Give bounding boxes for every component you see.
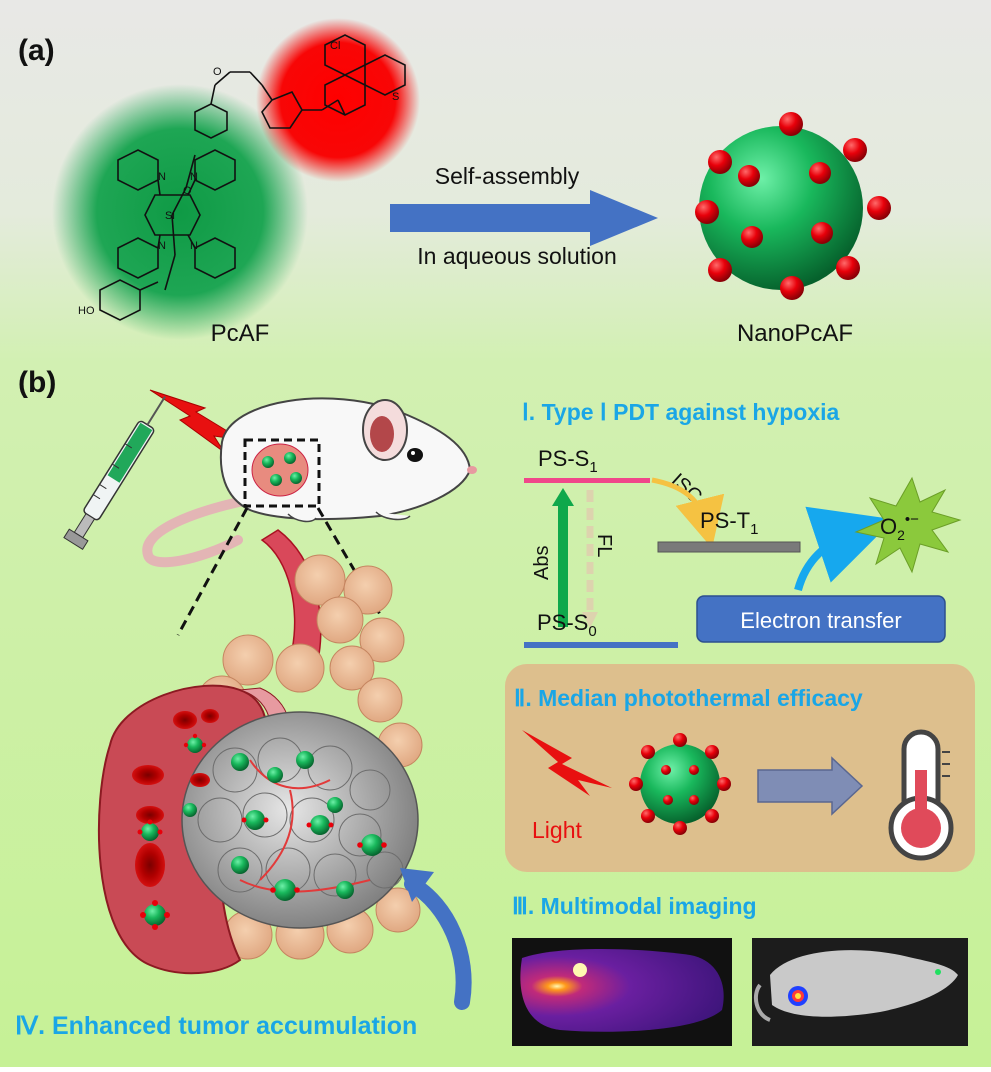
pcaf-label: PcAF <box>211 320 270 347</box>
superoxide-burst <box>854 476 962 574</box>
syringe-icon <box>63 396 166 550</box>
fluorescence-image <box>752 938 968 1046</box>
section1-title: Ⅰ. Type Ⅰ PDT against hypoxia <box>522 399 840 425</box>
zoom-line-left <box>176 507 249 636</box>
svg-text:N: N <box>190 171 198 183</box>
svg-text:S: S <box>392 91 399 103</box>
aqueous-solution-label: In aqueous solution <box>417 243 617 269</box>
panel-b-label: (b) <box>18 366 56 399</box>
s0-label: PS-S0 <box>537 610 597 640</box>
photothermal-nanoparticle <box>640 744 720 824</box>
svg-text:N: N <box>158 171 166 183</box>
section4-title: Ⅳ. Enhanced tumor accumulation <box>15 1012 417 1040</box>
light-label: Light <box>532 817 582 843</box>
svg-text:Si: Si <box>165 210 175 222</box>
svg-text:N: N <box>190 240 198 252</box>
t1-label: PS-T1 <box>700 508 758 538</box>
photothermal-arrow <box>757 756 864 816</box>
fl-arrow-head <box>582 612 598 628</box>
abs-arrow <box>558 505 568 627</box>
photothermal-box <box>505 664 975 872</box>
accumulation-arrow-head <box>400 868 434 902</box>
pc-glow-green <box>52 84 308 340</box>
t1-level <box>657 541 801 553</box>
superoxide-label: O2•− <box>880 511 919 543</box>
electron-transfer-box <box>696 595 946 643</box>
panel-a-label: (a) <box>18 34 55 67</box>
nanopcaf-red-dots <box>695 112 891 300</box>
s1-level <box>524 478 650 483</box>
self-assembly-arrow <box>390 190 658 246</box>
electron-transfer-arrow <box>794 506 894 592</box>
isc-arrow <box>651 477 725 549</box>
abs-label: Abs <box>531 546 553 580</box>
light-bolt-icon <box>522 730 612 796</box>
electron-transfer-label: Electron transfer <box>740 608 901 633</box>
self-assembly-label: Self-assembly <box>435 163 580 189</box>
thermometer-icon <box>888 729 954 861</box>
thermal-image <box>512 938 732 1046</box>
svg-text:HO: HO <box>78 305 95 317</box>
atom-labels: Si Cl S HO O O N N N N <box>78 40 399 317</box>
svg-text:O: O <box>213 66 222 78</box>
photothermal-dots <box>629 733 731 835</box>
s1-label: PS-S1 <box>538 446 598 476</box>
nanopcaf-label: NanoPcAF <box>737 320 853 347</box>
svg-text:Cl: Cl <box>330 40 340 52</box>
tumor-illustration <box>97 529 423 975</box>
section3-title: Ⅲ. Multimodal imaging <box>512 893 757 919</box>
pcaf-structure <box>99 34 406 321</box>
nanoparticle-dots <box>137 733 387 930</box>
svg-text:O: O <box>183 185 192 197</box>
lightning-icon <box>149 389 243 453</box>
abs-arrow-head <box>552 488 574 506</box>
nanoparticles-in-tumor <box>141 737 383 926</box>
svg-text:N: N <box>158 240 166 252</box>
fl-label: FL <box>593 534 615 557</box>
section2-title: Ⅱ. Median photothermal efficacy <box>514 685 863 711</box>
mouse-illustration <box>142 397 477 568</box>
s0-level <box>524 642 678 648</box>
accumulation-arrow <box>404 876 472 1010</box>
